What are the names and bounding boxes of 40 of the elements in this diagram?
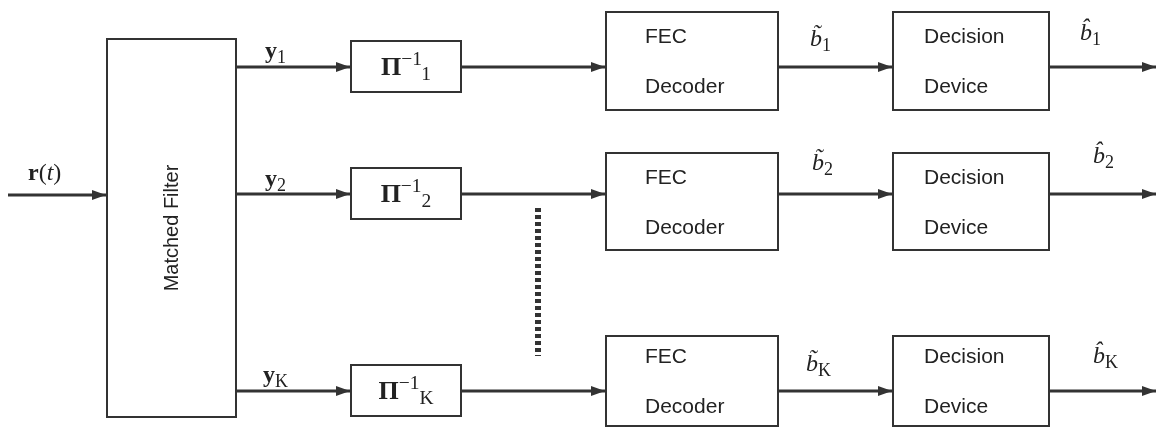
edge-label: r(t) <box>28 160 62 184</box>
arrow <box>779 62 892 72</box>
arrow <box>1050 62 1156 72</box>
process-box <box>605 152 779 251</box>
interleaver-box <box>350 167 462 220</box>
arrow <box>1050 189 1156 199</box>
process-box <box>892 152 1050 251</box>
filter-box <box>106 38 237 418</box>
edge-label: b̂$_{2}$ <box>1093 143 1114 167</box>
edge-label: b̃$_{2}$ <box>812 150 833 174</box>
arrow <box>237 386 350 396</box>
edge-label: b̂$_{K}$ <box>1093 343 1118 367</box>
interleaver-box <box>350 40 462 93</box>
box-label: FEC Decoder <box>645 343 726 419</box>
edge-label: b̃$_{1}$ <box>810 26 831 50</box>
arrow <box>1050 386 1156 396</box>
box-label: Decision Device <box>924 23 1006 99</box>
interleaver-box <box>350 364 462 417</box>
edge-label: b̃$_{K}$ <box>806 351 831 375</box>
edge-label: y$_{2}$ <box>265 166 286 190</box>
box-label: FEC Decoder <box>645 163 726 240</box>
process-box <box>605 335 779 427</box>
edge-label: b̂$_{1}$ <box>1080 20 1101 44</box>
arrow <box>237 62 350 72</box>
process-box <box>892 11 1050 111</box>
process-box <box>605 11 779 111</box>
arrow <box>237 189 350 199</box>
box-label: Decision Device <box>924 343 1006 419</box>
box-label: Matched Filter <box>159 164 184 292</box>
edge-label: y$_{1}$ <box>265 38 286 62</box>
process-box <box>892 335 1050 427</box>
edge-label: y$_{K}$ <box>263 362 288 386</box>
arrow <box>779 189 892 199</box>
arrow <box>8 190 106 200</box>
box-label: Decision Device <box>924 163 1006 240</box>
arrow <box>462 189 605 199</box>
arrow <box>779 386 892 396</box>
arrow <box>462 386 605 396</box>
arrow <box>462 62 605 72</box>
box-label: FEC Decoder <box>645 23 726 99</box>
